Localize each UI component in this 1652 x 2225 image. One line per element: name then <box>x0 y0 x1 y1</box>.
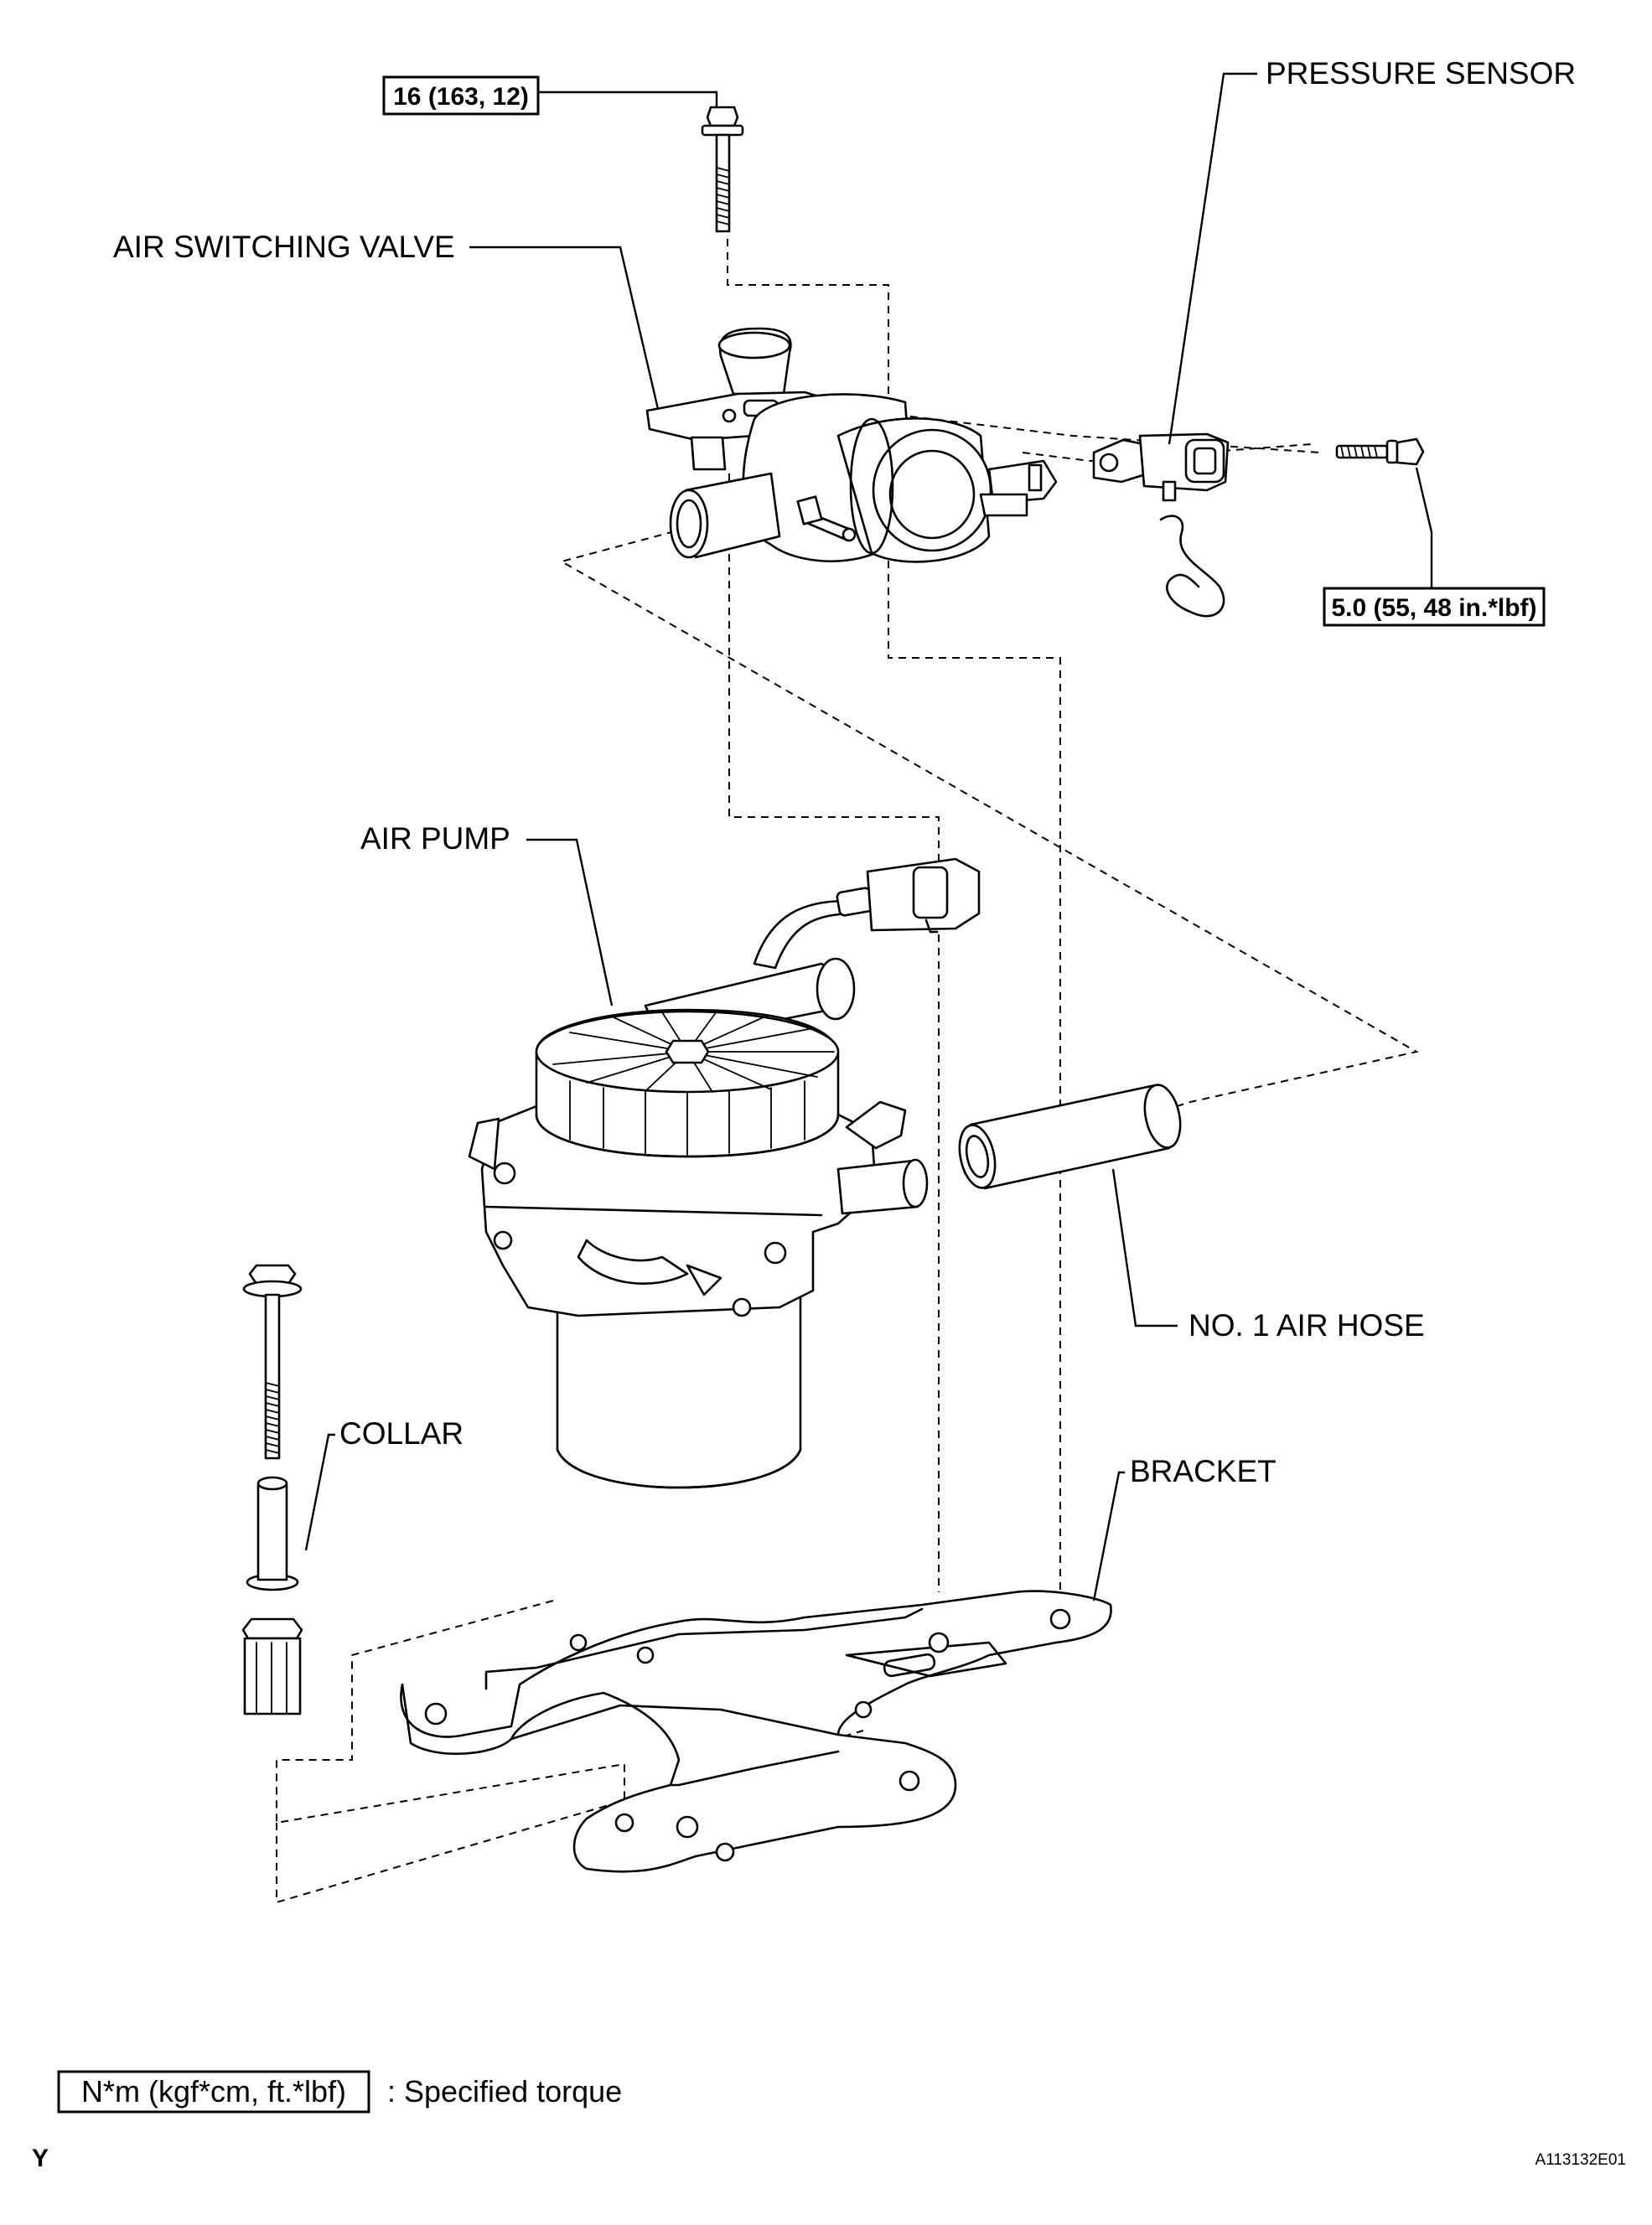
bracket-label-group: BRACKET <box>1092 1454 1277 1601</box>
sensor-bolt-torque-callout: 5.0 (55, 48 in.*lbf) <box>1323 467 1546 627</box>
collar-label: COLLAR <box>339 1416 463 1451</box>
valve-bolt-torque-value: 16 (163, 12) <box>393 83 529 111</box>
pressure-sensor <box>1092 432 1230 618</box>
sensor-bolt <box>1335 437 1425 466</box>
pressure-sensor-label-group: PRESSURE SENSOR <box>1168 56 1576 445</box>
sensor-bolt-torque-value: 5.0 (55, 48 in.*lbf) <box>1331 594 1536 622</box>
bracket <box>400 1590 1112 1873</box>
air-switching-valve-label: AIR SWITCHING VALVE <box>113 230 455 264</box>
legend-description: : Specified torque <box>387 2074 622 2109</box>
pressure-sensor-label: PRESSURE SENSOR <box>1266 56 1576 91</box>
legend-unit-box <box>57 2070 370 2114</box>
valve-bolt-torque-box <box>382 75 540 116</box>
pump-bolt <box>242 1264 303 1460</box>
air-switching-valve <box>645 327 1058 563</box>
valve-bolt <box>701 106 744 233</box>
figure-reference: A113132E01 <box>1535 2151 1626 2169</box>
torque-legend: N*m (kgf*cm, ft.*lbf) : Specified torque <box>57 2070 622 2114</box>
air-switching-valve-label-group: AIR SWITCHING VALVE <box>113 230 660 410</box>
valve-bolt-torque-callout: 16 (163, 12) <box>382 75 718 116</box>
bracket-label: BRACKET <box>1130 1454 1277 1488</box>
no1-air-hose-label: NO. 1 AIR HOSE <box>1189 1308 1425 1343</box>
legend-unit-text: N*m (kgf*cm, ft.*lbf) <box>81 2074 346 2109</box>
grommet <box>241 1617 303 1715</box>
corner-mark: Y <box>32 2145 49 2172</box>
no1-air-hose-label-group: NO. 1 AIR HOSE <box>1111 1168 1425 1343</box>
sensor-bolt-torque-box <box>1323 587 1546 627</box>
air-pump-label-group: AIR PUMP <box>360 821 614 1006</box>
collar <box>246 1476 299 1591</box>
no1-air-hose <box>958 1084 1182 1190</box>
air-pump <box>468 857 981 1489</box>
collar-label-group: COLLAR <box>304 1416 463 1551</box>
air-pump-label: AIR PUMP <box>360 821 510 856</box>
